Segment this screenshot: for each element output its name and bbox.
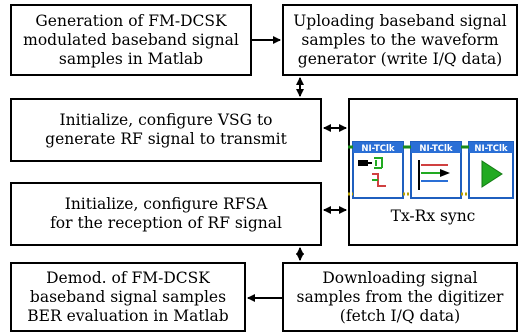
uploading-text: Uploading baseband signal samples to the… (293, 11, 507, 68)
configure-icon (358, 157, 386, 187)
uploading-box: Uploading baseband signal samples to the… (282, 4, 518, 76)
ni-tclk-block-2: NI-TClk (410, 141, 462, 199)
ni-label-1: NI-TClk (361, 144, 395, 154)
ni-tclk-block-3: NI-TClk (468, 141, 514, 199)
ni-label-2: NI-TClk (419, 144, 453, 154)
start-icon (481, 160, 503, 188)
initiate-icon (418, 160, 450, 190)
generation-box: Generation of FM-DCSK modulated baseband… (10, 4, 252, 76)
demod-box: Demod. of FM-DCSK baseband signal sample… (10, 262, 246, 332)
init-vsg-box: Initialize, configure VSG to generate RF… (10, 98, 322, 162)
generation-text: Generation of FM-DCSK modulated baseband… (23, 11, 239, 68)
init-rfsa-box: Initialize, configure RFSA for the recep… (10, 182, 322, 246)
init-rfsa-text: Initialize, configure RFSA for the recep… (50, 195, 282, 232)
demod-text: Demod. of FM-DCSK baseband signal sample… (27, 268, 229, 325)
downloading-box: Downloading signal samples from the digi… (282, 262, 518, 332)
sync-text: Tx-Rx sync (390, 207, 476, 225)
init-vsg-text: Initialize, configure VSG to generate RF… (45, 111, 287, 148)
ni-label-3: NI-TClk (474, 144, 508, 154)
ni-tclk-block-1: NI-TClk (352, 141, 404, 199)
downloading-text: Downloading signal samples from the digi… (296, 268, 504, 325)
